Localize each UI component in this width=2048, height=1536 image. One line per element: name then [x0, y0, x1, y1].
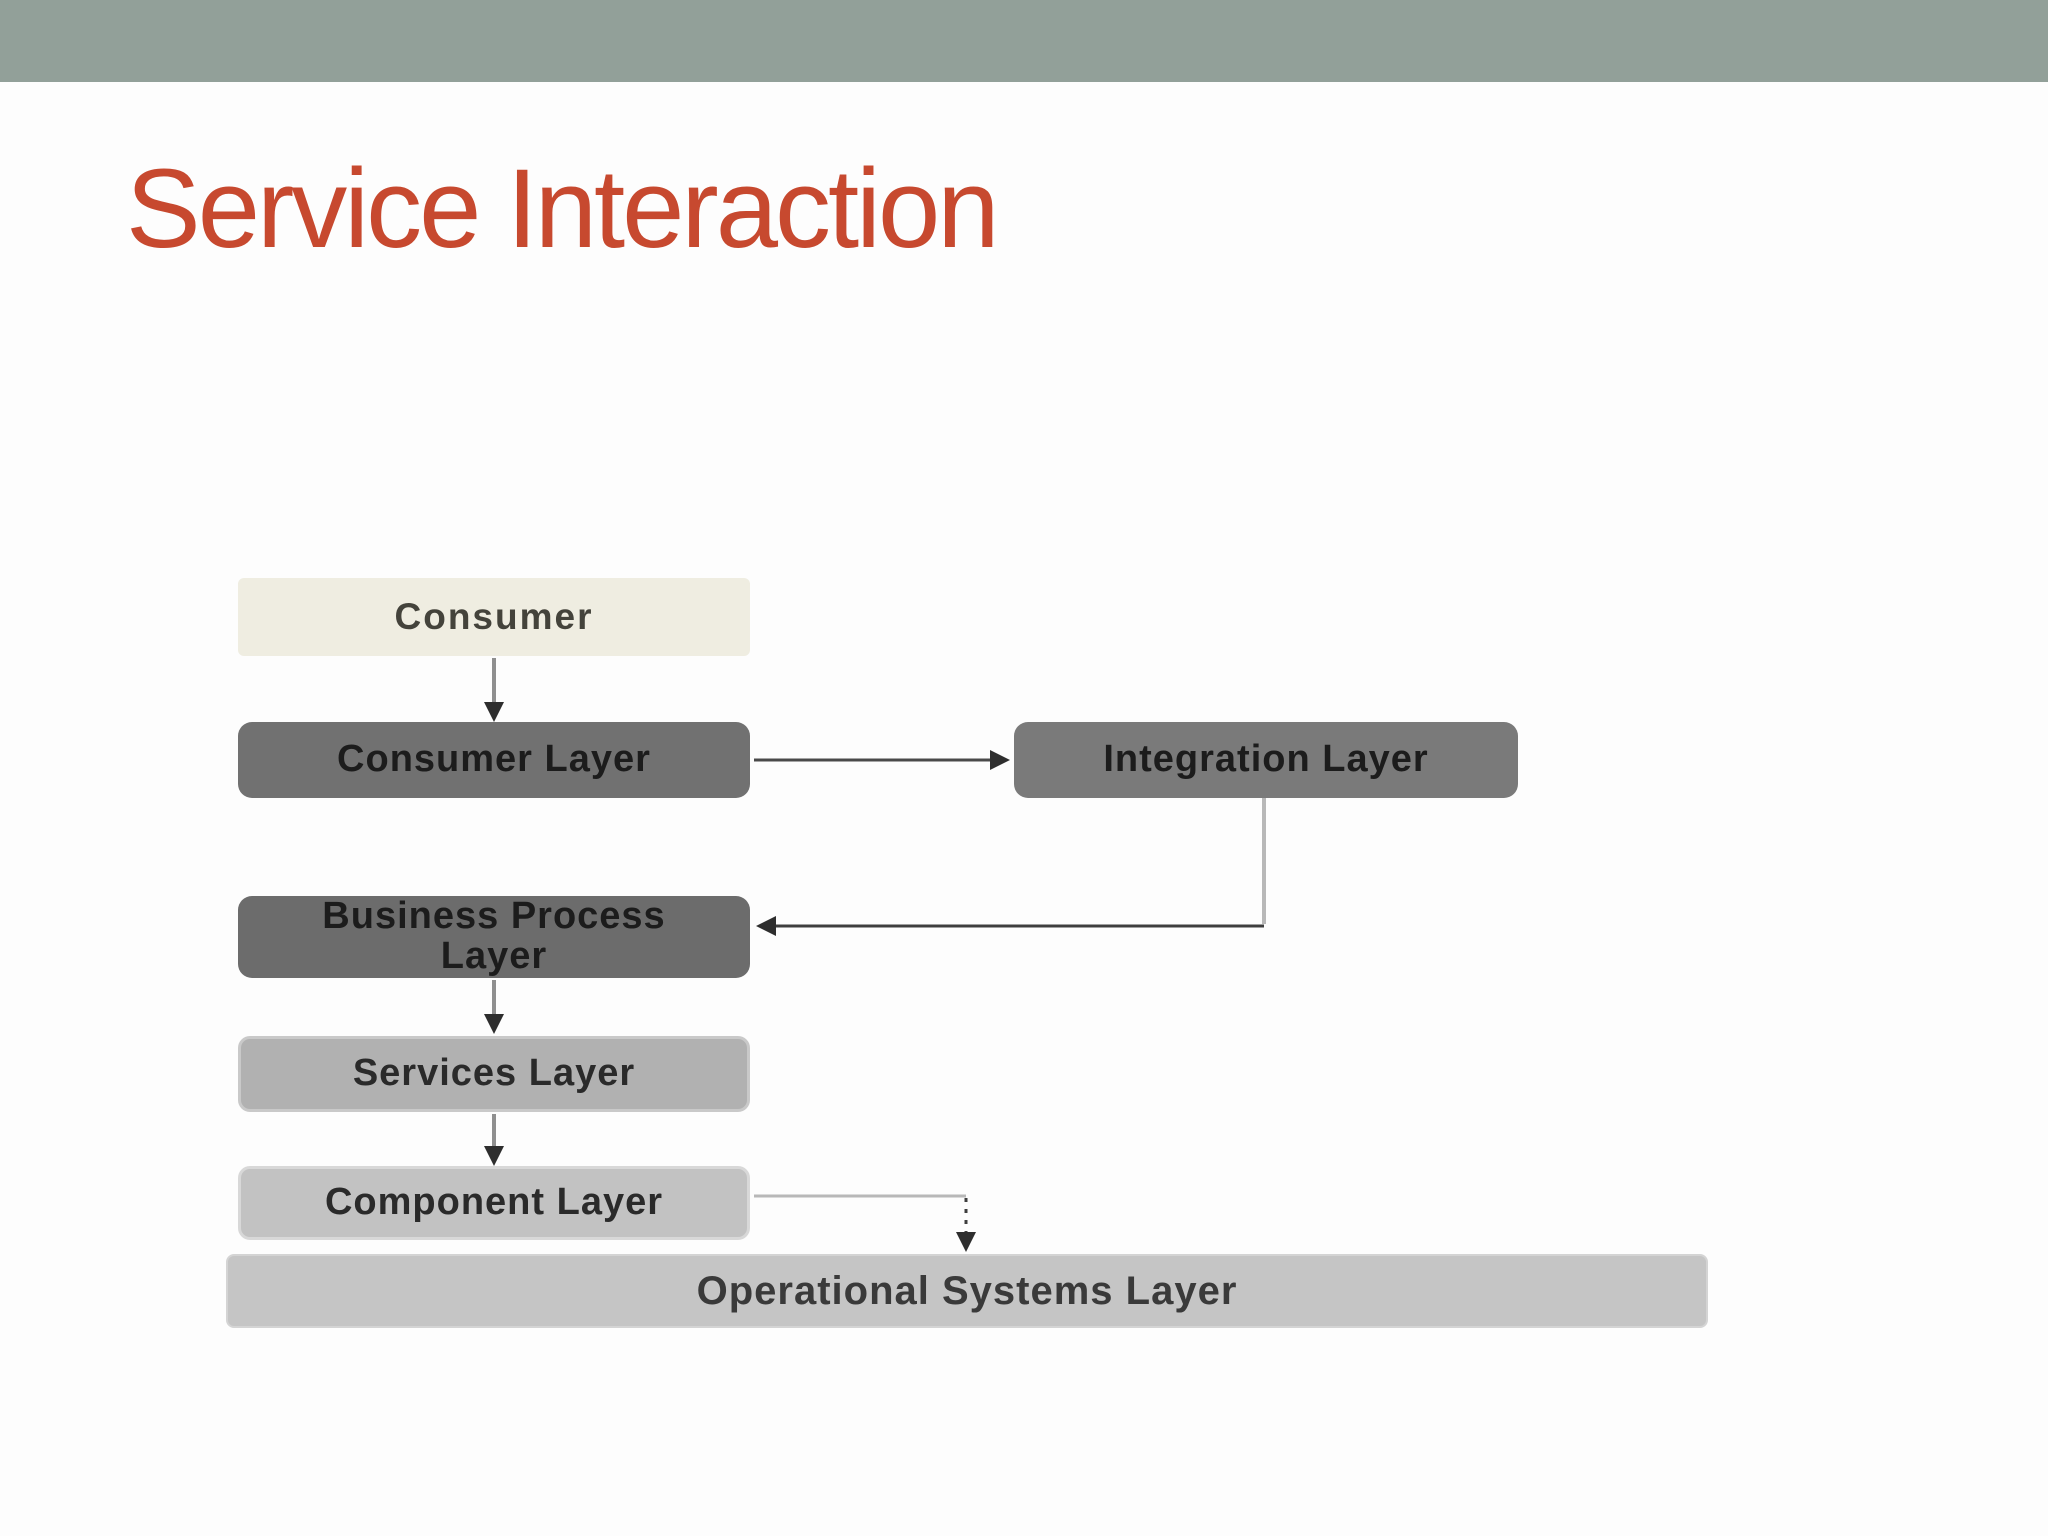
- arrowhead-left-icon: [756, 916, 776, 936]
- arrowhead-right-icon: [990, 750, 1010, 770]
- node-business-process-layer: Business Process Layer: [238, 896, 750, 978]
- arrowhead-down-icon: [484, 702, 504, 722]
- node-services-layer: Services Layer: [238, 1036, 750, 1112]
- arrowhead-down-icon: [484, 1146, 504, 1166]
- node-operational-systems-layer: Operational Systems Layer: [226, 1254, 1708, 1328]
- node-consumer: Consumer: [238, 578, 750, 656]
- slide-header-bar: [0, 0, 2048, 82]
- node-consumer-layer: Consumer Layer: [238, 722, 750, 798]
- node-integration-layer: Integration Layer: [1014, 722, 1518, 798]
- arrowhead-down-icon: [956, 1232, 976, 1252]
- node-component-layer: Component Layer: [238, 1166, 750, 1240]
- arrowhead-down-icon: [484, 1014, 504, 1034]
- page-title: Service Interaction: [126, 146, 1000, 271]
